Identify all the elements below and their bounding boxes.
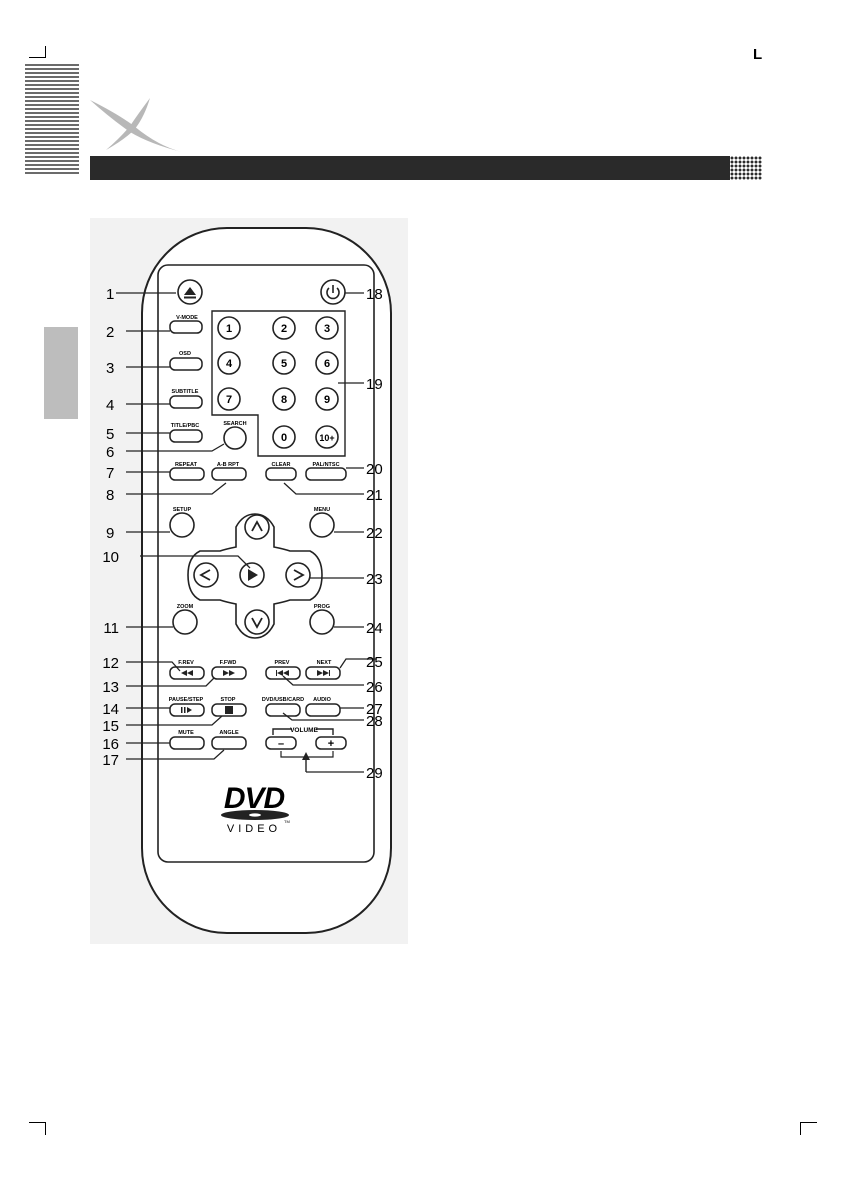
subtitle-button[interactable]: [170, 396, 202, 408]
up-button: [245, 515, 269, 539]
prog-button[interactable]: [310, 610, 334, 634]
zoom-button[interactable]: [173, 610, 197, 634]
callout-number-6: 6: [106, 444, 114, 461]
callout-number-7: 7: [106, 465, 114, 482]
frev-button-label: F.REV: [178, 660, 194, 666]
num-label: 5: [281, 358, 287, 370]
subtitle-button-label: SUBTITLE: [172, 389, 199, 395]
callout-number-8: 8: [106, 487, 114, 504]
svg-text:VIDEO: VIDEO: [227, 823, 281, 835]
audio-button-label: AUDIO: [313, 697, 331, 703]
zoom-button-label: ZOOM: [177, 604, 194, 610]
setup-button[interactable]: [170, 513, 194, 537]
callout-number-18: 18: [366, 286, 383, 303]
callout-number-21: 21: [366, 487, 383, 504]
ab-rpt-button[interactable]: [212, 468, 246, 480]
callout-number-17: 17: [102, 752, 119, 769]
callout-number-26: 26: [366, 679, 383, 696]
ffwd-button-label: F.FWD: [220, 660, 237, 666]
left-button: [194, 563, 218, 587]
menu-button[interactable]: [310, 513, 334, 537]
num-label: 0: [281, 432, 287, 444]
search-button[interactable]: [224, 427, 246, 449]
down-button: [245, 610, 269, 634]
num-label: 6: [324, 358, 330, 370]
callout-number-19: 19: [366, 376, 383, 393]
callout-number-16: 16: [102, 736, 119, 753]
callout-number-20: 20: [366, 461, 383, 478]
pal-ntsc-button[interactable]: [306, 468, 346, 480]
pal-ntsc-button-label: PAL/NTSC: [312, 462, 339, 468]
prev-button-label: PREV: [275, 660, 290, 666]
menu-button-label: MENU: [314, 507, 330, 513]
mute-button[interactable]: [170, 737, 204, 749]
num-label: 1: [226, 323, 232, 335]
num-label: 7: [226, 394, 232, 406]
volume-label: VOLUME: [290, 727, 318, 734]
dvd-video-logo: DVD VIDEO TM: [221, 782, 290, 835]
stop-button-label: STOP: [221, 697, 236, 703]
callout-number-1: 1: [106, 286, 114, 303]
num-label: 2: [281, 323, 287, 335]
num-label: 3: [324, 323, 330, 335]
repeat-button-label: REPEAT: [175, 462, 198, 468]
num-label: 10+: [319, 433, 334, 443]
callout-number-22: 22: [366, 525, 383, 542]
prog-button-label: PROG: [314, 604, 330, 610]
callout-number-9: 9: [106, 525, 114, 542]
clear-button-label: CLEAR: [272, 462, 291, 468]
audio-button[interactable]: [306, 704, 340, 716]
title-pbc-button-label: TITLE/PBC: [171, 423, 199, 429]
title-pbc-button[interactable]: [170, 430, 202, 442]
callout-number-4: 4: [106, 397, 114, 414]
pause-step-button-label: PAUSE/STEP: [169, 697, 204, 703]
num-label: 8: [281, 394, 287, 406]
ab-rpt-button-label: A-B RPT: [217, 462, 240, 468]
vol-minus-button-label: –: [278, 738, 284, 750]
mute-button-label: MUTE: [178, 730, 194, 736]
callout-number-12: 12: [102, 655, 119, 672]
osd-button[interactable]: [170, 358, 202, 370]
dvd-usb-card-button[interactable]: [266, 704, 300, 716]
callout-number-15: 15: [102, 718, 119, 735]
vmode-button[interactable]: [170, 321, 202, 333]
callout-number-25: 25: [366, 654, 383, 671]
num-label: 4: [226, 358, 233, 370]
callout-number-13: 13: [102, 679, 119, 696]
callout-number-29: 29: [366, 765, 383, 782]
vol-plus-button-label: +: [328, 738, 334, 750]
callout-number-28: 28: [366, 713, 383, 730]
angle-button[interactable]: [212, 737, 246, 749]
search-button-label: SEARCH: [223, 421, 246, 427]
angle-button-label: ANGLE: [219, 730, 239, 736]
callout-number-5: 5: [106, 426, 114, 443]
callout-number-11: 11: [103, 620, 119, 637]
repeat-button[interactable]: [170, 468, 204, 480]
vmode-button-label: V-MODE: [176, 315, 198, 321]
callout-number-10: 10: [102, 549, 119, 566]
callout-number-23: 23: [366, 571, 383, 588]
stop-icon: [225, 706, 233, 714]
svg-text:TM: TM: [284, 819, 290, 824]
right-button: [286, 563, 310, 587]
num-label: 9: [324, 394, 330, 406]
setup-button-label: SETUP: [173, 507, 192, 513]
callout-number-14: 14: [102, 701, 119, 718]
osd-button-label: OSD: [179, 351, 191, 357]
callout-number-24: 24: [366, 620, 383, 637]
clear-button[interactable]: [266, 468, 296, 480]
next-button-label: NEXT: [317, 660, 332, 666]
callout-number-2: 2: [106, 324, 114, 341]
callout-number-3: 3: [106, 360, 114, 377]
dvd-usb-card-button-label: DVD/USB/CARD: [262, 697, 304, 703]
